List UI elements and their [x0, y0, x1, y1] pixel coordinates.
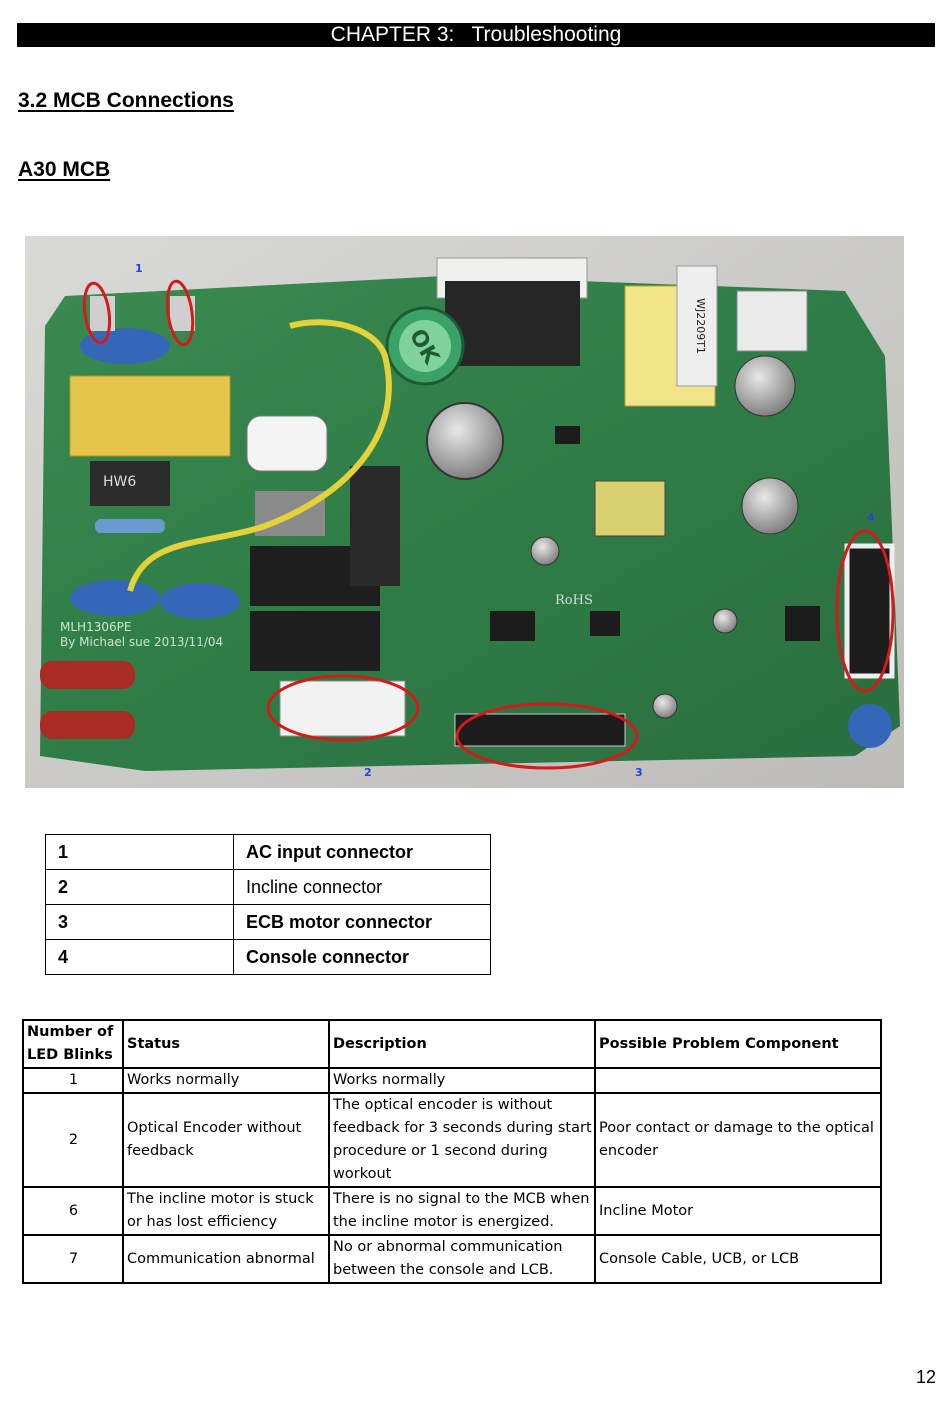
connector-label: Console connector [233, 939, 491, 975]
connector-number: 2 [45, 869, 234, 905]
blue-capacitors [70, 328, 892, 748]
small-transformer [594, 480, 666, 537]
description-cell: No or abnormal communication between the… [328, 1234, 596, 1284]
inductor [90, 461, 170, 506]
status-cell: The incline motor is stuck or has lost e… [122, 1186, 330, 1236]
silkscreen-author: By Michael sue 2013/11/04 [60, 635, 223, 649]
col-header-status: Status [122, 1019, 330, 1069]
component-cell: Console Cable, UCB, or LCB [594, 1234, 882, 1284]
coil [246, 415, 328, 472]
connector-number: 1 [45, 834, 234, 870]
table-header-row: Number of LED Blinks Status Description … [22, 1019, 882, 1069]
table-row: 2 Optical Encoder without feedback The o… [22, 1092, 882, 1188]
blink-count: 2 [22, 1092, 124, 1188]
console-connector-housing [844, 543, 895, 679]
chapter-label: CHAPTER 3: [330, 23, 455, 46]
status-cell: Communication abnormal [122, 1234, 330, 1284]
component-cell: Incline Motor [594, 1186, 882, 1236]
yellow-choke [69, 375, 231, 457]
connector-number: 3 [45, 904, 234, 940]
led-blink-table: Number of LED Blinks Status Description … [22, 1019, 882, 1284]
heat-sink [436, 257, 808, 366]
callout-1: 1 [135, 262, 143, 275]
silkscreen-model: MLH1306PE [60, 620, 131, 634]
capacitors [385, 306, 799, 719]
yellow-wire [127, 319, 392, 592]
table-row: 7 Communication abnormal No or abnormal … [22, 1234, 882, 1284]
table-row: 1 AC input connector [45, 834, 491, 870]
description-cell: There is no signal to the MCB when the i… [328, 1186, 596, 1236]
relays [250, 466, 400, 671]
description-cell: Works normally [328, 1067, 596, 1094]
ic-chips [490, 426, 820, 641]
table-row: 4 Console connector [45, 939, 491, 975]
incline-connector-housing [279, 680, 406, 737]
mcb-board-photo: HW6 WJ2209T1 OK [25, 236, 904, 788]
blink-count: 1 [22, 1067, 124, 1094]
section-title: 3.2 MCB Connections [18, 89, 234, 112]
table-row: 3 ECB motor connector [45, 904, 491, 940]
connector-number: 4 [45, 939, 234, 975]
connector-label: AC input connector [233, 834, 491, 870]
component-cell: Poor contact or damage to the optical en… [594, 1092, 882, 1188]
table-row: 6 The incline motor is stuck or has lost… [22, 1186, 882, 1236]
chapter-title: Troubleshooting [471, 23, 622, 46]
board-title: A30 MCB [18, 158, 111, 181]
connector-label: Incline connector [233, 869, 491, 905]
ac-terminal-left [90, 296, 115, 331]
ecb-connector-housing [454, 713, 626, 747]
blink-count: 7 [22, 1234, 124, 1284]
inductor-label: HW6 [103, 474, 136, 490]
connector-label: ECB motor connector [233, 904, 491, 940]
component-cell [594, 1067, 882, 1094]
table-row: 2 Incline connector [45, 869, 491, 905]
highlight-circles [82, 279, 895, 770]
transformer-label: WJ2209T1 [694, 298, 707, 354]
chapter-header: CHAPTER 3: Troubleshooting [17, 23, 935, 47]
status-cell: Optical Encoder without feedback [122, 1092, 330, 1188]
col-header-blinks: Number of LED Blinks [22, 1019, 124, 1069]
status-cell: Works normally [122, 1067, 330, 1094]
callout-2: 2 [364, 766, 372, 779]
connector-table: 1 AC input connector 2 Incline connector… [45, 834, 491, 975]
col-header-component: Possible Problem Component [594, 1019, 882, 1069]
callout-3: 3 [635, 766, 643, 779]
table-row: 1 Works normally Works normally [22, 1067, 882, 1094]
transformer-label-plate [676, 265, 718, 387]
resistors [40, 519, 165, 739]
callout-4: 4 [867, 511, 875, 524]
page-number: 12 [915, 1367, 936, 1387]
description-cell: The optical encoder is without feedback … [328, 1092, 596, 1188]
silkscreen-rohs: RoHS [555, 593, 593, 608]
col-header-description: Description [328, 1019, 596, 1069]
blink-count: 6 [22, 1186, 124, 1236]
